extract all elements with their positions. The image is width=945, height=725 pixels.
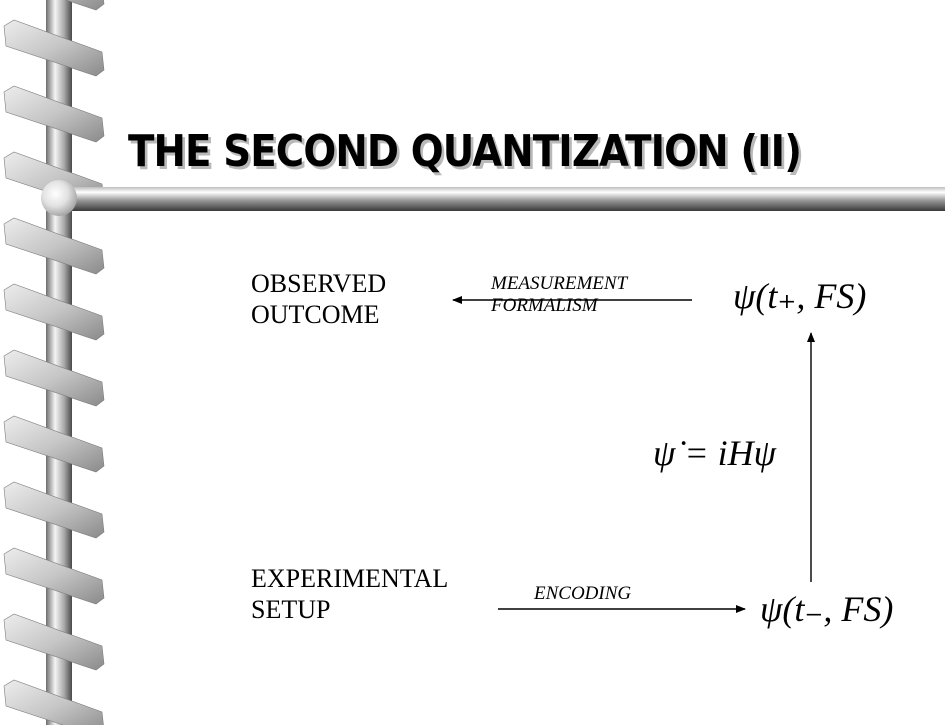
title-rule-bar: [50, 187, 945, 211]
spiral-ribbon: [3, 349, 105, 407]
spiral-ribbon: [65, 0, 105, 11]
spiral-pole-decoration: [3, 0, 105, 725]
edge-label-evolution: ψ̇ = iHψ: [653, 433, 777, 473]
node-experimental-setup: EXPERIMENTAL SETUP: [251, 563, 448, 625]
spiral-ribbon: [3, 481, 105, 539]
edge-label-measurement: MEASUREMENT FORMALISM: [491, 273, 627, 317]
node-experimental-setup-line-1: EXPERIMENTAL: [251, 564, 449, 593]
node-observed-outcome-line-2: OUTCOME: [251, 300, 380, 329]
spiral-ribbon: [3, 415, 105, 473]
edge-label-measurement-line-2: FORMALISM: [491, 295, 598, 316]
spiral-ribbon: [3, 19, 105, 77]
spiral-ribbon: [3, 283, 105, 341]
edge-label-encoding: ENCODING: [534, 583, 632, 604]
spiral-ribbon: [3, 85, 105, 143]
edge-label-measurement-line-1: MEASUREMENT: [491, 273, 628, 294]
spiral-ribbon: [3, 613, 105, 671]
spiral-ribbon: [3, 217, 105, 275]
slide-title: THE SECOND QUANTIZATION (II): [128, 126, 802, 177]
spiral-ribbon: [3, 679, 104, 725]
rule-knob: [41, 180, 77, 216]
node-experimental-setup-line-2: SETUP: [251, 595, 331, 624]
spiral-ribbon: [3, 547, 105, 605]
node-observed-outcome-line-1: OBSERVED: [251, 269, 387, 298]
node-observed-outcome: OBSERVED OUTCOME: [251, 268, 386, 330]
node-psi-plus: ψ(t₊, FS): [733, 276, 867, 316]
node-psi-minus: ψ(t₋, FS): [760, 589, 894, 629]
